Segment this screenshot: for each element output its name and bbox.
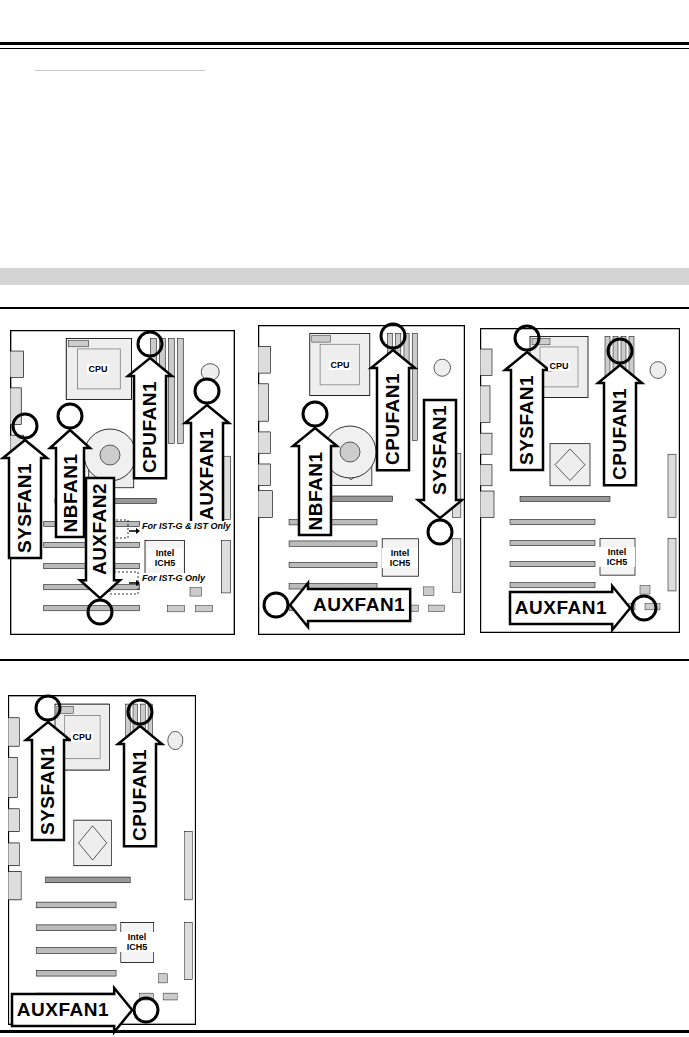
arrow-outline (598, 365, 642, 485)
fan-header-label: CPUFAN1 (609, 388, 631, 480)
fan-callout-arrow: AUXFAN2 (80, 478, 120, 598)
fan-header-label: CPUFAN1 (129, 749, 151, 841)
fan-header-label: AUXFAN1 (313, 594, 405, 616)
fan-callout-arrow: AUXFAN1 (185, 405, 229, 525)
board-label: Intel ICH5 (382, 548, 418, 568)
fan-callout-arrow: SYSFAN1 (26, 722, 70, 840)
fan-callout-arrow: SYSFAN1 (505, 352, 549, 470)
fan-header-label: CPUFAN1 (139, 381, 161, 473)
arrow-outline (3, 440, 47, 558)
arrow-outline (12, 988, 132, 1032)
board-label: CPU (548, 361, 569, 371)
arrow-outline (293, 428, 337, 535)
arrow-outline (371, 350, 415, 470)
fan-header-label: SYSFAN1 (37, 745, 59, 835)
fan-header-label: CPUFAN1 (382, 373, 404, 465)
fan-header-label: AUXFAN1 (196, 428, 218, 520)
board-label: Intel ICH5 (119, 932, 155, 952)
fan-header-label: SYSFAN1 (14, 463, 36, 553)
arrow-outline (118, 726, 162, 846)
fan-callout-arrow: SYSFAN1 (418, 400, 462, 518)
fan-header-label: AUXFAN1 (17, 999, 109, 1021)
fan-callout-arrow: AUXFAN1 (290, 583, 410, 627)
arrow-outline (418, 400, 462, 518)
arrow-outline (128, 358, 172, 478)
arrow-outline (26, 722, 70, 840)
arrow-outline (185, 405, 229, 525)
fan-header-label: SYSFAN1 (516, 375, 538, 465)
fan-header-label: NBFAN1 (59, 453, 81, 532)
arrow-outline (290, 583, 410, 627)
arrow-outline (80, 478, 120, 598)
board-label: CPU (329, 360, 350, 370)
fan-header-label: AUXFAN1 (515, 597, 607, 619)
board-label: Intel ICH5 (599, 547, 635, 567)
arrow-outline (510, 586, 630, 630)
arrow-outline (505, 352, 549, 470)
fan-header-label: NBFAN1 (304, 451, 326, 530)
board-label: For IST-G Only (141, 573, 206, 583)
fan-callout-arrow: NBFAN1 (293, 428, 337, 535)
fan-header-label: AUXFAN2 (89, 483, 111, 575)
fan-callout-arrow: CPUFAN1 (118, 726, 162, 846)
fan-callout-arrow: CPUFAN1 (598, 365, 642, 485)
fan-callout-arrow: NBFAN1 (50, 430, 90, 537)
fan-callout-arrow: AUXFAN1 (12, 988, 132, 1032)
fan-callout-arrow: AUXFAN1 (510, 586, 630, 630)
board-label: CPU (87, 364, 108, 374)
arrow-outline (50, 430, 90, 537)
fan-header-label: SYSFAN1 (429, 405, 451, 495)
board-label: For IST-G & IST Only (141, 521, 232, 531)
fan-callout-arrow: SYSFAN1 (3, 440, 47, 558)
board-label: CPU (71, 732, 92, 742)
board-label: Intel ICH5 (147, 548, 183, 568)
fan-callout-arrow: CPUFAN1 (371, 350, 415, 470)
fan-callout-arrow: CPUFAN1 (128, 358, 172, 478)
